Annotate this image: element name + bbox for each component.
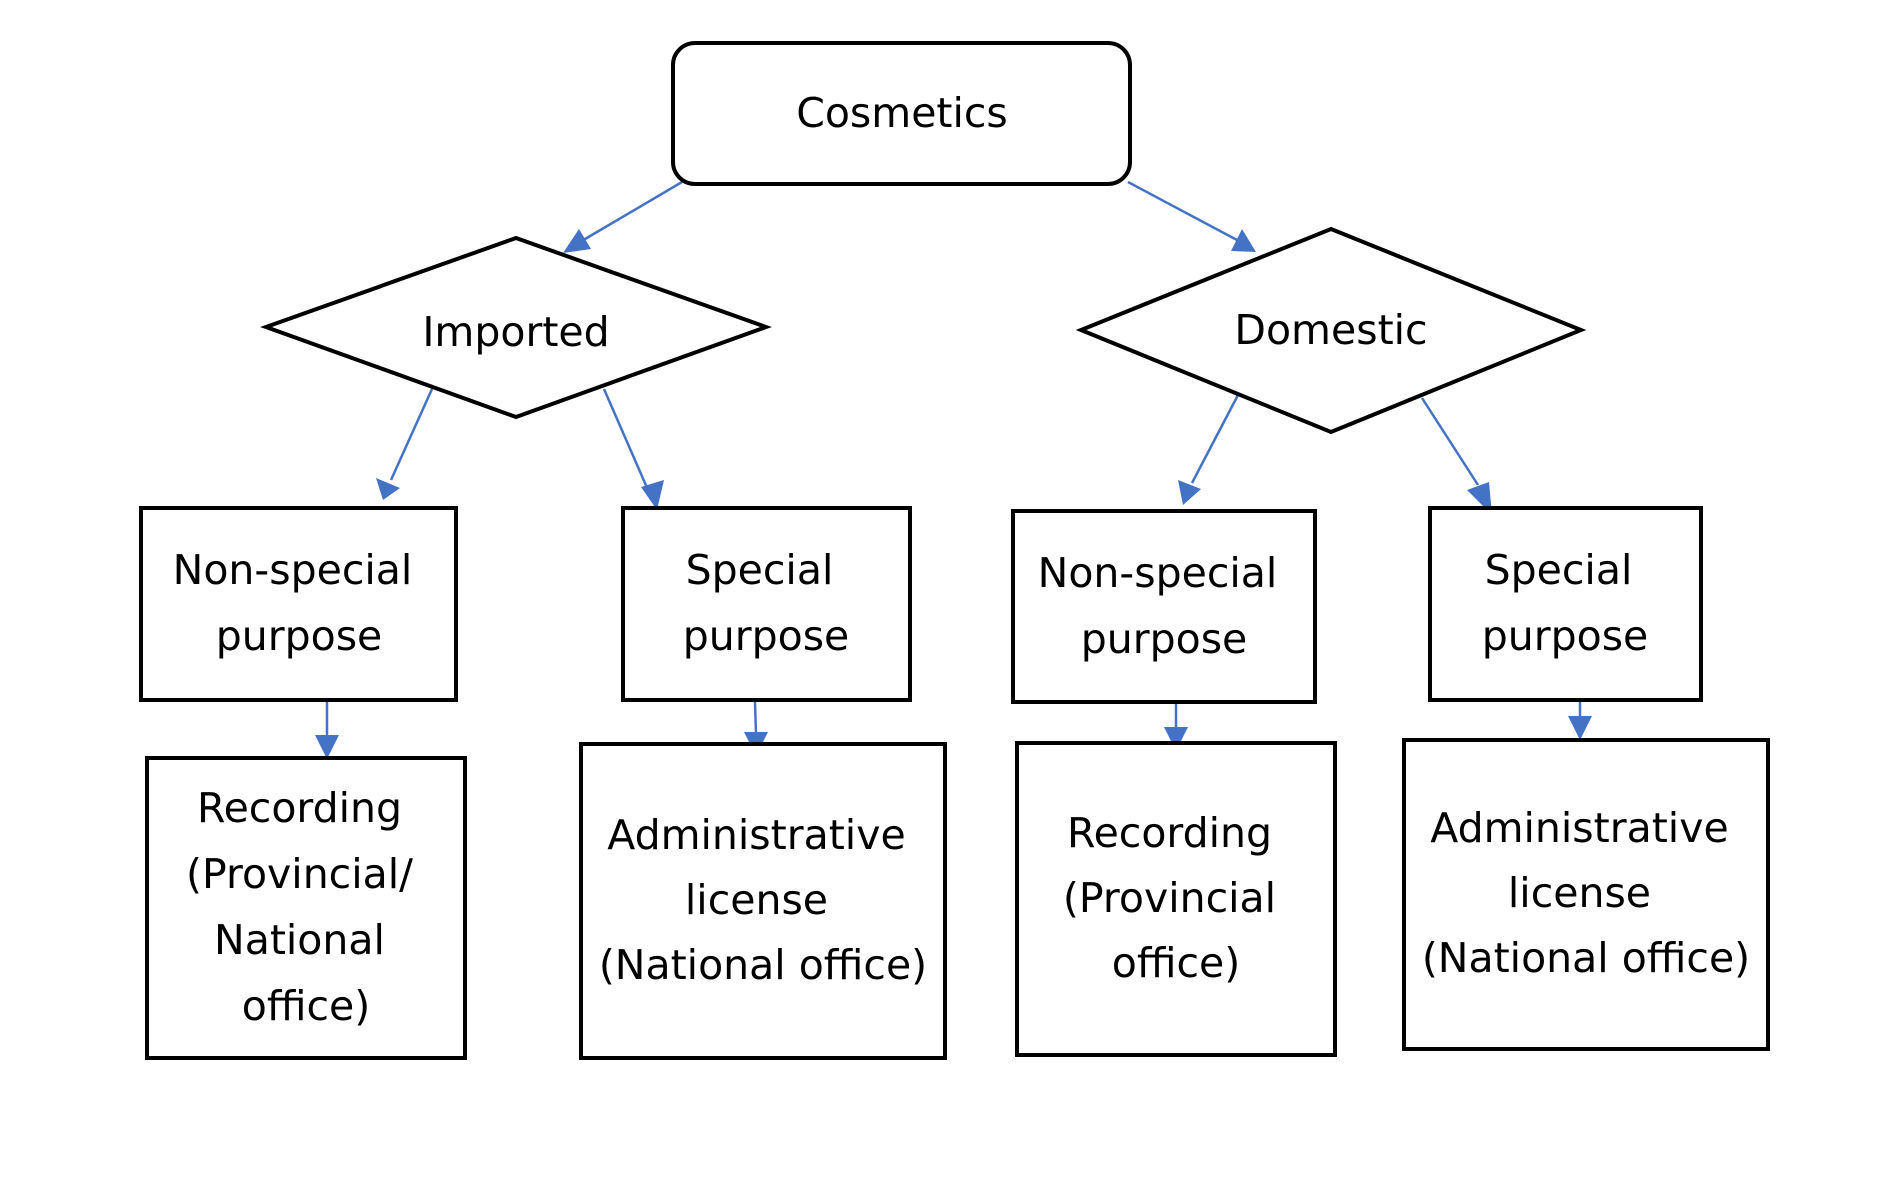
box-domestic-special-purpose: Special purpose: [1428, 506, 1703, 702]
decision-imported: Imported: [260, 235, 772, 420]
box-imported-non-special-line-2: purpose: [216, 612, 383, 660]
svg-text:Special purpose: Special purpose: [683, 546, 850, 660]
box-imported-license-line-2: license: [685, 876, 828, 924]
box-domestic-recording-line-2: (Provincial: [1063, 874, 1276, 922]
box-domestic-non-special-line-2: purpose: [1081, 615, 1248, 663]
box-imported-administrative-license: Administrative license (National office): [579, 742, 947, 1060]
node-cosmetics-label: Cosmetics: [796, 89, 1008, 137]
box-imported-recording: Recording (Provincial/ National office): [145, 756, 467, 1060]
box-domestic-special-line-1: Special: [1485, 546, 1633, 594]
svg-text:Non-special purpose: Non-special purpose: [1038, 549, 1291, 663]
box-domestic-recording-line-1: Recording: [1067, 809, 1272, 857]
box-imported-recording-line-3: National: [214, 916, 385, 964]
box-domestic-non-special-purpose: Non-special purpose: [1011, 509, 1317, 704]
box-imported-license-line-1: Administrative: [607, 811, 905, 859]
arrow-domestic-special-to-license: [1568, 702, 1592, 740]
svg-text:Administrative license: Administrative license (National office): [599, 811, 927, 989]
box-imported-special-line-1: Special: [686, 546, 834, 594]
box-imported-recording-line-4: office): [242, 982, 371, 1030]
node-cosmetics: Cosmetics: [671, 41, 1132, 186]
box-domestic-recording: Recording (Provincial office): [1015, 741, 1337, 1057]
box-domestic-recording-line-3: office): [1112, 939, 1241, 987]
box-domestic-administrative-license: Administrative license (National office): [1402, 738, 1770, 1051]
arrow-domestic-nonspecial-to-recording: [1164, 703, 1188, 751]
box-imported-special-line-2: purpose: [683, 612, 850, 660]
box-imported-non-special-line-1: Non-special: [173, 546, 413, 594]
svg-text:Non-special purpose: Non-special purpose: [173, 546, 426, 660]
box-domestic-license-line-1: Administrative: [1430, 804, 1728, 852]
svg-text:Administrative license: Administrative license (National office): [1422, 804, 1750, 982]
box-domestic-license-line-2: license: [1508, 869, 1651, 917]
decision-domestic: Domestic: [1075, 226, 1587, 435]
arrow-imported-to-special: [602, 388, 664, 510]
arrow-imported-to-nonspecial: [376, 388, 434, 500]
arrow-cosmetics-to-domestic: [1127, 180, 1256, 252]
box-domestic-non-special-line-1: Non-special: [1038, 549, 1278, 597]
box-imported-non-special-purpose: Non-special purpose: [139, 506, 458, 702]
svg-text:Recording (Provincial: Recording (Provincial office): [1063, 809, 1289, 987]
decision-domestic-label: Domestic: [1234, 306, 1427, 354]
arrow-cosmetics-to-imported: [563, 180, 683, 253]
arrow-domestic-to-special: [1420, 397, 1492, 515]
arrow-imported-nonspecial-to-recording: [315, 701, 339, 759]
svg-text:Special purpose: Special purpose: [1482, 546, 1649, 660]
decision-imported-label: Imported: [422, 308, 609, 356]
arrow-domestic-to-nonspecial: [1178, 394, 1240, 505]
svg-text:Recording (Provincial/: Recording (Provincial/ National office): [186, 784, 426, 1030]
box-imported-recording-line-1: Recording: [197, 784, 402, 832]
box-domestic-special-line-2: purpose: [1482, 612, 1649, 660]
box-domestic-license-line-3: (National office): [1422, 934, 1750, 982]
box-imported-recording-line-2: (Provincial/: [186, 850, 413, 898]
box-imported-special-purpose: Special purpose: [621, 506, 912, 702]
box-imported-license-line-3: (National office): [599, 941, 927, 989]
